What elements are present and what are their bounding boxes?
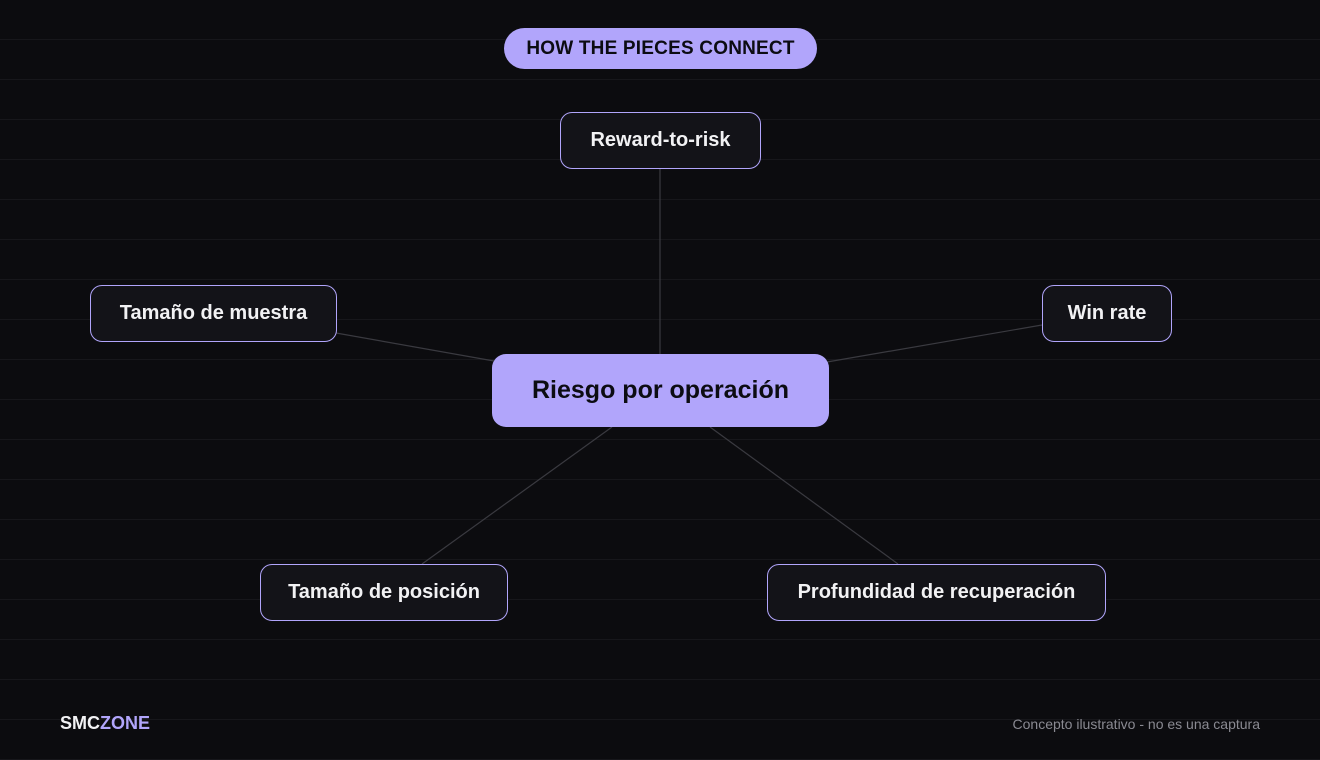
node-win-rate: Win rate [1042,285,1172,342]
diagram-title: HOW THE PIECES CONNECT [526,37,795,59]
center-node-risk-per-trade: Riesgo por operación [492,354,829,427]
connector-bottom-left [421,426,613,565]
node-label: Reward-to-risk [590,129,731,151]
node-label: Tamaño de posición [288,581,480,603]
connector-right [826,324,1043,363]
center-node-label: Riesgo por operación [532,376,789,404]
brand-logo-zone: ZONE [100,713,151,733]
node-label: Tamaño de muestra [119,302,308,324]
node-label: Win rate [1067,302,1147,324]
connector-left [335,332,495,362]
diagram-title-pill: HOW THE PIECES CONNECT [504,28,817,69]
brand-logo-smc: SMC [60,713,100,733]
node-sample-size: Tamaño de muestra [90,285,337,342]
node-position-size: Tamaño de posición [260,564,508,621]
node-label: Profundidad de recuperación [797,581,1076,603]
footer-disclaimer: Concepto ilustrativo - no es una captura [1012,716,1260,732]
brand-logo: SMCZONE [60,711,150,735]
node-reward-to-risk: Reward-to-risk [560,112,761,169]
node-recovery-depth: Profundidad de recuperación [767,564,1106,621]
connector-bottom-right [709,426,899,565]
